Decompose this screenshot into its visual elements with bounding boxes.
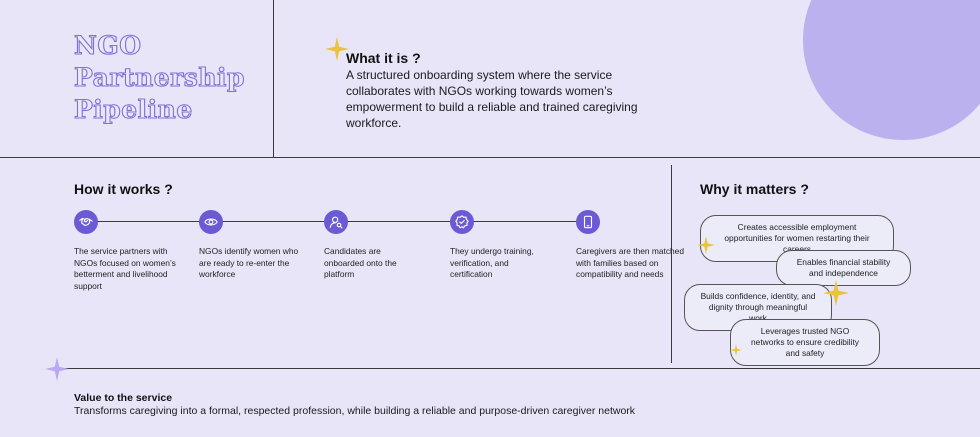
sparkle-icon xyxy=(45,357,69,381)
step-text: The service partners with NGOs focused o… xyxy=(74,246,176,291)
step-text: They undergo training, verification, and… xyxy=(450,246,534,279)
eye-icon xyxy=(199,210,223,234)
benefit-pill: Enables financial stability and independ… xyxy=(776,250,911,286)
step-text: NGOs identify women who are ready to re-… xyxy=(199,246,299,279)
what-it-is-heading: What it is ? xyxy=(346,50,421,66)
page-title: NGO Partnership Pipeline xyxy=(73,30,246,126)
user-search-icon xyxy=(324,210,348,234)
sparkle-icon xyxy=(823,280,849,306)
handshake-icon xyxy=(74,210,98,234)
sparkle-icon xyxy=(325,37,349,61)
step-text: Caregivers are then matched with familie… xyxy=(576,246,684,279)
divider-middle-vertical xyxy=(671,165,672,363)
title-line-3: Pipeline xyxy=(73,94,193,124)
value-body: Transforms caregiving into a formal, res… xyxy=(74,405,636,417)
sparkle-icon xyxy=(697,236,715,254)
decorative-circle xyxy=(803,0,980,140)
benefit-pill: Leverages trusted NGO networks to ensure… xyxy=(730,319,880,366)
sparkle-icon xyxy=(730,344,742,356)
step-text: Candidates are onboarded onto the platfo… xyxy=(324,246,397,279)
how-it-works-heading: How it works ? xyxy=(74,181,173,197)
title-line-1: NGO xyxy=(73,30,142,60)
badge-check-icon xyxy=(450,210,474,234)
why-it-matters-heading: Why it matters ? xyxy=(700,181,809,197)
divider-top-vertical xyxy=(273,0,274,157)
value-heading: Value to the service xyxy=(74,392,173,404)
divider-bottom-horizontal xyxy=(60,368,980,369)
divider-top-horizontal xyxy=(0,157,980,158)
mobile-phone-icon xyxy=(576,210,600,234)
what-it-is-body: A structured onboarding system where the… xyxy=(346,68,638,130)
title-line-2: Partnership xyxy=(73,62,246,92)
